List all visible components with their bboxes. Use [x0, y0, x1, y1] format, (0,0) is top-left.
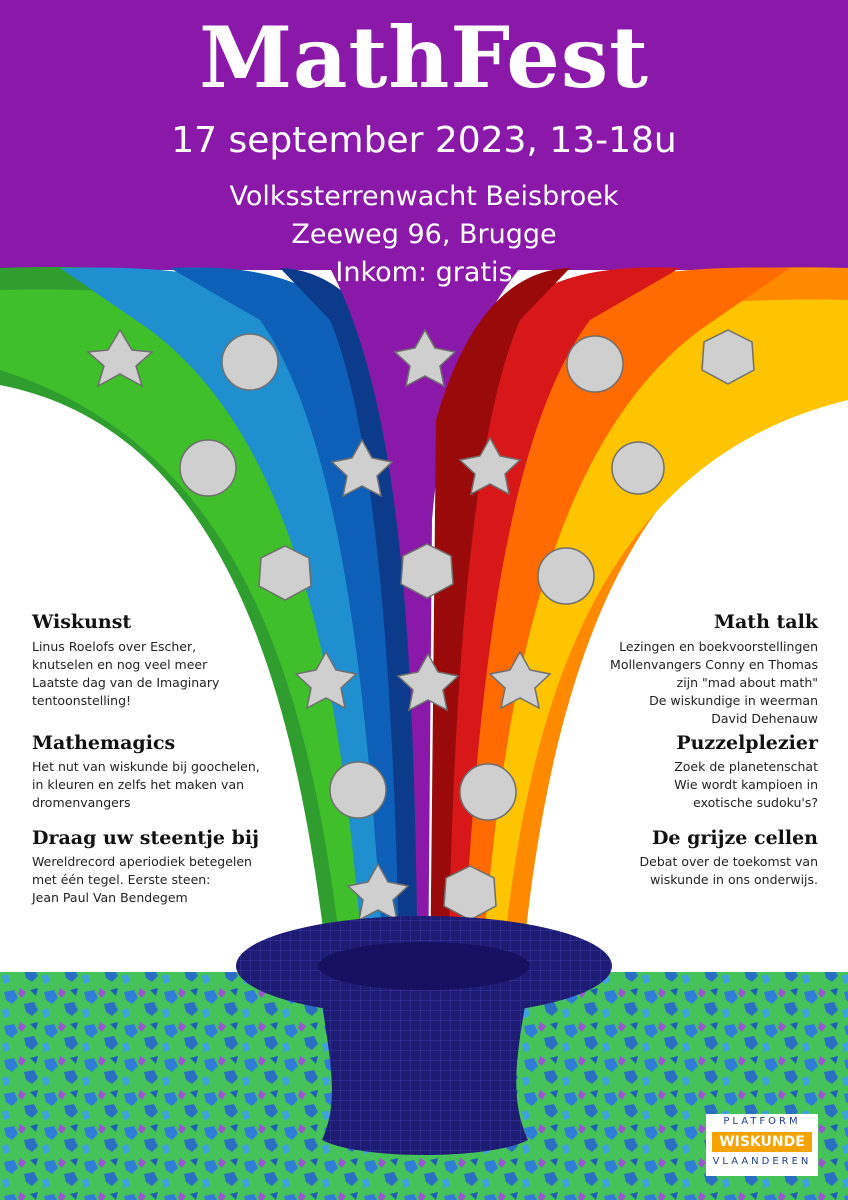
- polyhedron-17: [459, 763, 517, 821]
- section-title-mathemagics: Mathemagics: [32, 732, 176, 754]
- section-line: Jean Paul Van Bendegem: [32, 890, 188, 905]
- section-line: Wie wordt kampioen in: [674, 777, 818, 792]
- section-title-grijze-cellen: De grijze cellen: [651, 827, 818, 849]
- polyhedron-2: [221, 333, 279, 391]
- section-title-steentje: Draag uw steentje bij: [32, 827, 259, 849]
- polyhedron-15: [488, 650, 552, 710]
- section-line: Het nut van wiskunde bij goochelen,: [32, 759, 260, 774]
- logo-line-wiskunde: WISKUNDE: [712, 1132, 812, 1152]
- section-line: met één tegel. Eerste steen:: [32, 872, 211, 887]
- section-line: Linus Roelofs over Escher,: [32, 639, 197, 654]
- purple-funnel: [330, 268, 520, 990]
- logo-line-platform: PLATFORM: [723, 1116, 801, 1127]
- polyhedron-14: [396, 652, 460, 712]
- polyhedron-8: [458, 436, 522, 496]
- polyhedron-13: [294, 650, 358, 710]
- venue-entry: Inkom: gratis: [335, 257, 513, 288]
- polyhedron-1: [86, 328, 154, 388]
- section-title-puzzelplezier: Puzzelplezier: [676, 732, 818, 754]
- section-body-mathemagics: Het nut van wiskunde bij goochelen, in k…: [32, 758, 292, 812]
- polyhedron-4: [566, 335, 624, 393]
- magic-hat: [236, 916, 612, 1155]
- section-line: David Dehenauw: [711, 711, 818, 726]
- polyhedron-18: [346, 862, 410, 922]
- section-line: tentoonstelling!: [32, 693, 132, 708]
- logo-line-vlaanderen: VLAANDEREN: [712, 1156, 812, 1167]
- section-body-math-talk: Lezingen en boekvoorstellingen Mollenvan…: [558, 638, 818, 728]
- section-line: in kleuren en zelfs het maken van: [32, 777, 245, 792]
- polyhedron-16: [329, 761, 387, 819]
- section-line: Laatste dag van de Imaginary: [32, 675, 220, 690]
- section-line: De wiskundige in weerman: [649, 693, 818, 708]
- section-title-wiskunst: Wiskunst: [32, 611, 132, 633]
- section-line: Zoek de planetenschat: [674, 759, 818, 774]
- section-body-steentje: Wereldrecord aperiodiek betegelen met éé…: [32, 853, 292, 907]
- event-title: MathFest: [199, 8, 649, 107]
- section-line: zijn "mad about math": [676, 675, 818, 690]
- section-line: knutselen en nog veel meer: [32, 657, 208, 672]
- section-line: wiskunde in ons onderwijs.: [650, 872, 818, 887]
- section-body-wiskunst: Linus Roelofs over Escher, knutselen en …: [32, 638, 292, 710]
- venue-name: Volkssterrenwacht Beisbroek: [229, 181, 619, 212]
- section-line: dromenvangers: [32, 795, 131, 810]
- polyhedron-5: [701, 329, 755, 385]
- polyhedron-11: [400, 543, 454, 599]
- section-line: Mollenvangers Conny en Thomas: [610, 657, 818, 672]
- polyhedron-3: [393, 328, 457, 388]
- polyhedron-12: [537, 547, 595, 605]
- event-date-time: 17 september 2023, 13-18u: [171, 120, 677, 161]
- section-body-puzzelplezier: Zoek de planetenschat Wie wordt kampioen…: [558, 758, 818, 812]
- section-body-grijze-cellen: Debat over de toekomst van wiskunde in o…: [558, 853, 818, 889]
- header-background: [0, 0, 848, 270]
- polyhedron-6: [179, 439, 237, 497]
- polyhedra: [86, 328, 755, 922]
- venue-address: Zeeweg 96, Brugge: [291, 219, 557, 250]
- section-line: exotische sudoku's?: [693, 795, 818, 810]
- section-title-math-talk: Math talk: [713, 611, 818, 633]
- polyhedron-7: [330, 438, 394, 498]
- polyhedron-9: [611, 441, 665, 495]
- section-line: Lezingen en boekvoorstellingen: [619, 639, 818, 654]
- rainbow-left: [0, 267, 420, 990]
- polyhedron-10: [258, 545, 312, 601]
- section-line: Wereldrecord aperiodiek betegelen: [32, 854, 252, 869]
- platform-wiskunde-logo: PLATFORM WISKUNDE VLAANDEREN: [706, 1114, 818, 1176]
- section-line: Debat over de toekomst van: [639, 854, 818, 869]
